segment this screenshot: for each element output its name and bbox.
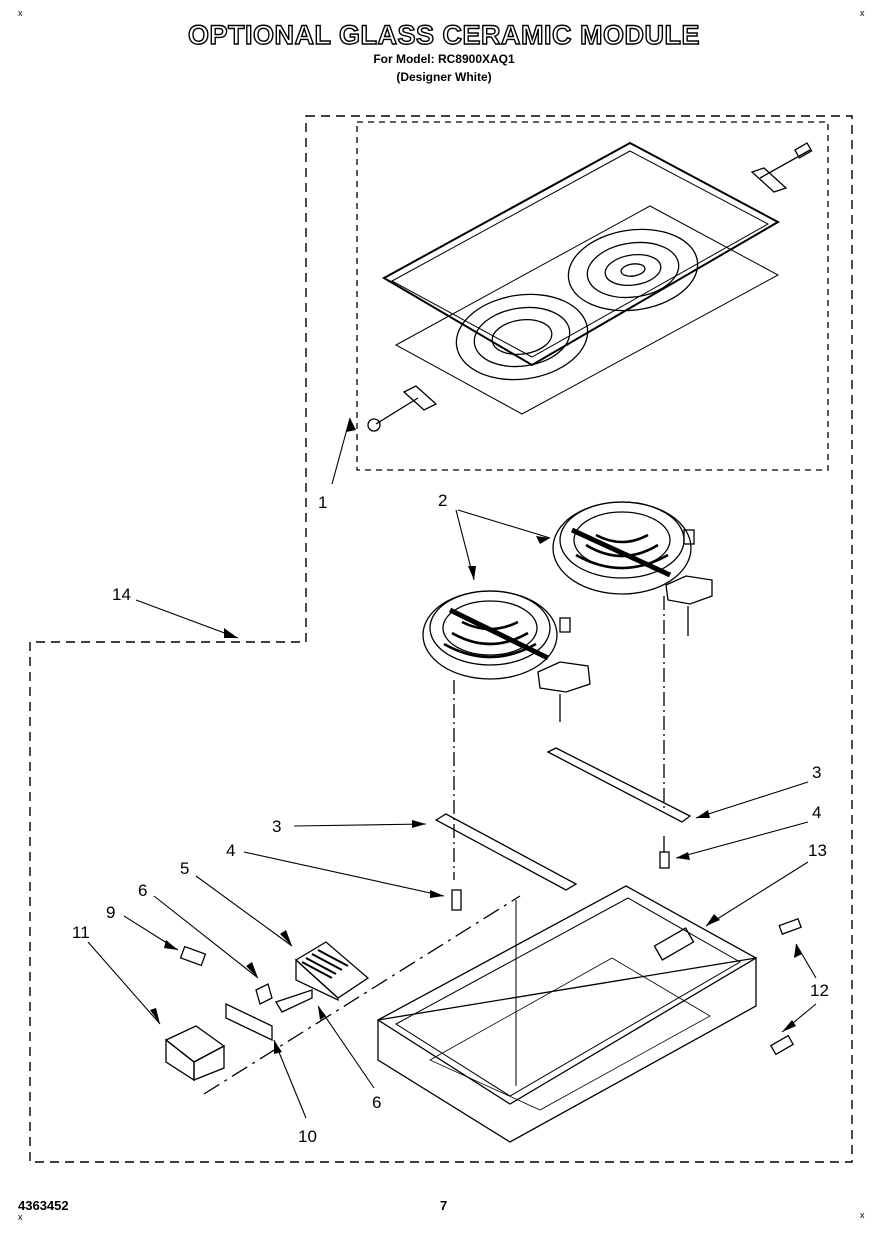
- callout-1: 1: [318, 493, 328, 512]
- glass-top: [394, 205, 780, 415]
- terminal-cover: [164, 1025, 226, 1082]
- callout-4-left: 4: [226, 841, 236, 860]
- frame-clip-bottom-left: [367, 385, 438, 432]
- frame-clip-top-right: [750, 142, 813, 193]
- corner-mark-bottom-right: x: [860, 1210, 865, 1220]
- page-number: 7: [440, 1198, 448, 1213]
- document-number: 4363452: [18, 1198, 69, 1213]
- screw-12-lower: [769, 1034, 795, 1056]
- model-line: For Model: RC8900XAQ1: [373, 52, 515, 66]
- cover-bracket: [225, 1002, 273, 1042]
- callout-11: 11: [72, 923, 90, 942]
- callout-5: 5: [180, 859, 190, 878]
- callout-10: 10: [298, 1127, 317, 1146]
- screw-12-upper: [778, 917, 802, 935]
- lower-box: [376, 885, 758, 1143]
- callout-9: 9: [106, 903, 116, 922]
- module-boundary: [29, 115, 853, 1163]
- terminal-block: [294, 941, 370, 1002]
- screw-right: [659, 836, 670, 869]
- screw-left: [451, 889, 462, 911]
- callout-6-upper: 6: [138, 881, 148, 900]
- leader-lines: [87, 417, 817, 1119]
- callout-3-right: 3: [812, 763, 822, 782]
- color-line: (Designer White): [396, 70, 492, 84]
- trim-frame: [381, 141, 781, 367]
- corner-mark-top-left: x: [18, 8, 23, 18]
- cooktop-boundary: [356, 121, 829, 471]
- callout-2: 2: [438, 491, 448, 510]
- page-title: OPTIONAL GLASS CERAMIC MODULE: [187, 19, 700, 50]
- heating-element-rear: [552, 501, 713, 808]
- heating-element-front: [422, 590, 591, 880]
- callout-6-lower: 6: [372, 1093, 382, 1112]
- corner-mark-bottom-left: x: [18, 1212, 23, 1222]
- callout-3-left: 3: [272, 817, 282, 836]
- callout-12: 12: [810, 981, 829, 1000]
- leader-arrowheads: [150, 418, 802, 1054]
- callout-14: 14: [112, 585, 131, 604]
- bracket-right: [546, 747, 692, 823]
- callout-4-right: 4: [812, 803, 822, 822]
- callout-13: 13: [808, 841, 827, 860]
- clip-6-upper: [255, 983, 273, 1005]
- wire-connector: [179, 945, 207, 967]
- bracket-left: [434, 813, 578, 891]
- clip-6-lower: [275, 989, 313, 1013]
- corner-mark-top-right: x: [860, 8, 865, 18]
